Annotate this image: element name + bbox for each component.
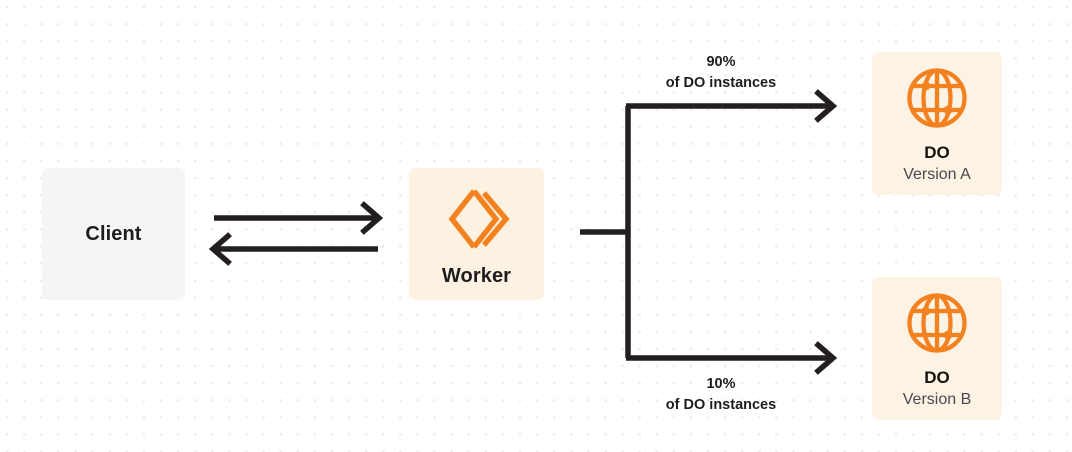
do-b-sublabel: Version B <box>902 391 972 408</box>
node-do-version-a: DO Version A <box>872 52 1002 195</box>
client-label: Client <box>85 222 142 245</box>
globe-icon <box>906 67 968 129</box>
node-client: Client <box>42 168 185 300</box>
do-a-sublabel: Version A <box>903 166 971 183</box>
arrow-client-to-worker <box>214 201 384 235</box>
node-do-version-b: DO Version B <box>872 277 1002 420</box>
cloudflare-workers-icon <box>444 187 510 251</box>
worker-label: Worker <box>441 264 512 287</box>
globe-icon <box>906 292 968 354</box>
node-worker: Worker <box>409 168 544 300</box>
edge-label-do-b-percent: 10% <box>706 376 736 392</box>
branch-trunk <box>580 106 631 358</box>
arrow-worker-to-do-b <box>626 341 838 375</box>
arrow-worker-to-client <box>208 232 378 266</box>
edge-label-do-a-percent: 90% <box>706 54 736 70</box>
do-b-label: DO <box>924 368 950 387</box>
edge-label-do-b-caption: of DO instances <box>665 396 777 413</box>
arrow-worker-to-do-a <box>626 89 838 123</box>
do-a-label: DO <box>924 143 950 162</box>
edge-label-do-a-caption: of DO instances <box>665 74 777 91</box>
edge-label-do-b: 10% of DO instances <box>629 374 813 415</box>
edge-label-do-a: 90% of DO instances <box>629 52 813 93</box>
